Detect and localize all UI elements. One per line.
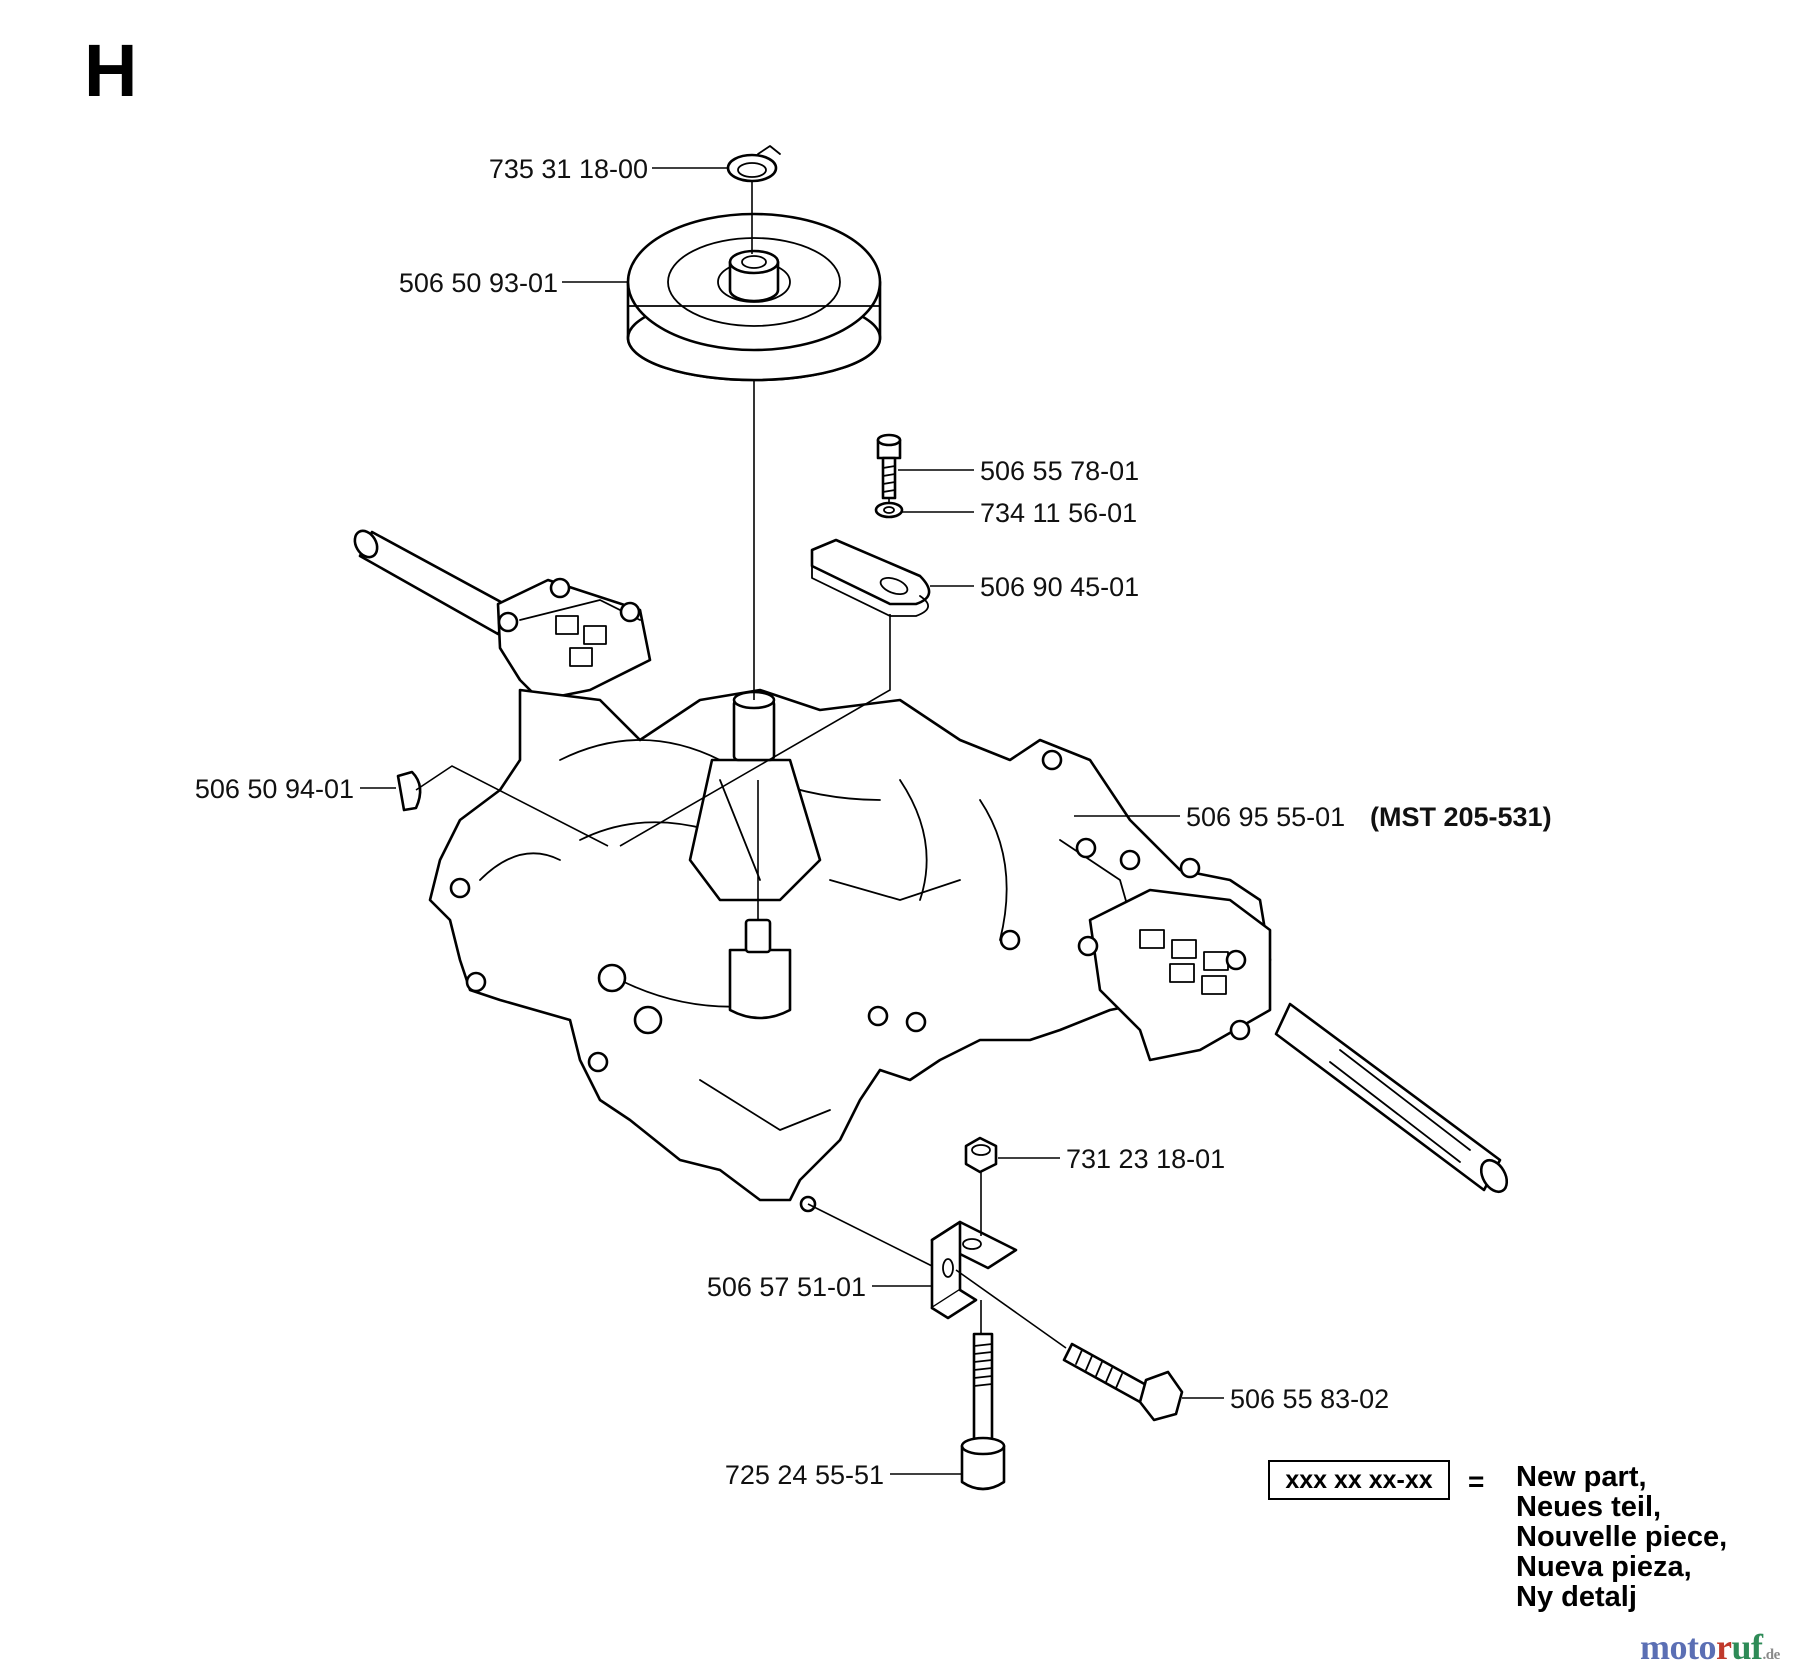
bracket-506-57-51-01 — [930, 1220, 1018, 1320]
label-725-24-55-51: 725 24 55-51 — [725, 1460, 884, 1490]
label-731-23-18-01: 731 23 18-01 — [1066, 1144, 1225, 1174]
label-506-50-93-01: 506 50 93-01 — [399, 268, 558, 298]
label-734-11-56-01: 734 11 56-01 — [980, 498, 1137, 528]
nut-731-23-18-01 — [964, 1136, 998, 1174]
legend-line: Ny detalj — [1516, 1581, 1637, 1613]
transaxle-housing — [353, 529, 1509, 1213]
part-labels: 735 31 18-00 506 50 93-01 506 55 78-01 7… — [195, 154, 1552, 1490]
pulley-506-50-93-01 — [626, 212, 882, 382]
legend-line: New part, — [1516, 1461, 1647, 1493]
label-506-90-45-01: 506 90 45-01 — [980, 572, 1139, 602]
key-506-50-94-01 — [396, 770, 422, 812]
leader-lines — [360, 167, 1224, 1475]
housing-bolt-heads — [449, 749, 1251, 1213]
bolt-506-55-83-02 — [1062, 1342, 1184, 1422]
legend-equals: = — [1468, 1466, 1485, 1497]
lever-506-90-45-01 — [810, 538, 931, 617]
washer-734-11-56-01 — [874, 501, 904, 519]
label-506-95-55-01: 506 95 55-01 — [1186, 802, 1345, 832]
legend-line: Neues teil, — [1516, 1491, 1662, 1523]
legend-line: Nouvelle piece, — [1516, 1521, 1728, 1553]
watermark-logo: motoruf.de — [1640, 1627, 1780, 1667]
legend-new-part-box: xxx xx xx-xx — [1268, 1460, 1450, 1500]
label-735-31-18-00: 735 31 18-00 — [489, 154, 648, 184]
circlip-735-31-18-00 — [726, 145, 781, 183]
legend-new-part-text: New part, Neues teil, Nouvelle piece, Nu… — [1516, 1462, 1727, 1612]
bolt-506-55-78-01 — [876, 433, 902, 500]
label-506-57-51-01: 506 57 51-01 — [707, 1272, 866, 1302]
label-506-55-78-01: 506 55 78-01 — [980, 456, 1139, 486]
label-mst-205-531: (MST 205-531) — [1370, 802, 1552, 832]
legend-line: Nueva pieza, — [1516, 1551, 1692, 1583]
label-506-50-94-01: 506 50 94-01 — [195, 774, 354, 804]
bolt-725-24-55-51 — [960, 1332, 1006, 1491]
section-letter: H — [84, 29, 138, 112]
label-506-55-83-02: 506 55 83-02 — [1230, 1384, 1389, 1414]
